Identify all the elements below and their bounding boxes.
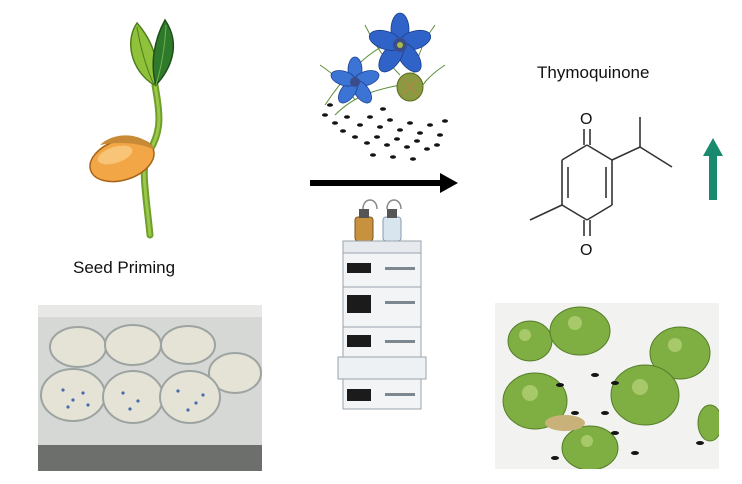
seed-priming-label: Seed Priming <box>73 258 176 277</box>
petri-dishes-image <box>38 305 262 471</box>
right-arrow-icon <box>310 173 458 193</box>
molecule-structure <box>529 117 673 236</box>
hplc-instrument-icon <box>337 199 427 410</box>
seedling-illustration <box>70 15 200 240</box>
oxygen-bottom-label: O <box>580 242 593 259</box>
nigella-flower-small <box>330 56 380 104</box>
nigella-flower-large <box>368 12 432 73</box>
oxygen-top-label: O <box>580 111 593 128</box>
petri-dishes-photo <box>38 305 262 471</box>
increase-arrow <box>702 138 724 200</box>
compound-name: Thymoquinone <box>537 63 650 82</box>
process-arrow <box>310 172 460 194</box>
callus-culture-photo <box>495 303 719 469</box>
nigella-image <box>305 5 463 165</box>
nigella-flower-seed-icon <box>319 12 448 161</box>
thymoquinone-structure <box>520 105 690 265</box>
up-arrow-icon <box>703 138 723 200</box>
hplc-illustration <box>335 195 430 415</box>
seedling-icon <box>89 18 175 239</box>
callus-image <box>495 303 719 469</box>
